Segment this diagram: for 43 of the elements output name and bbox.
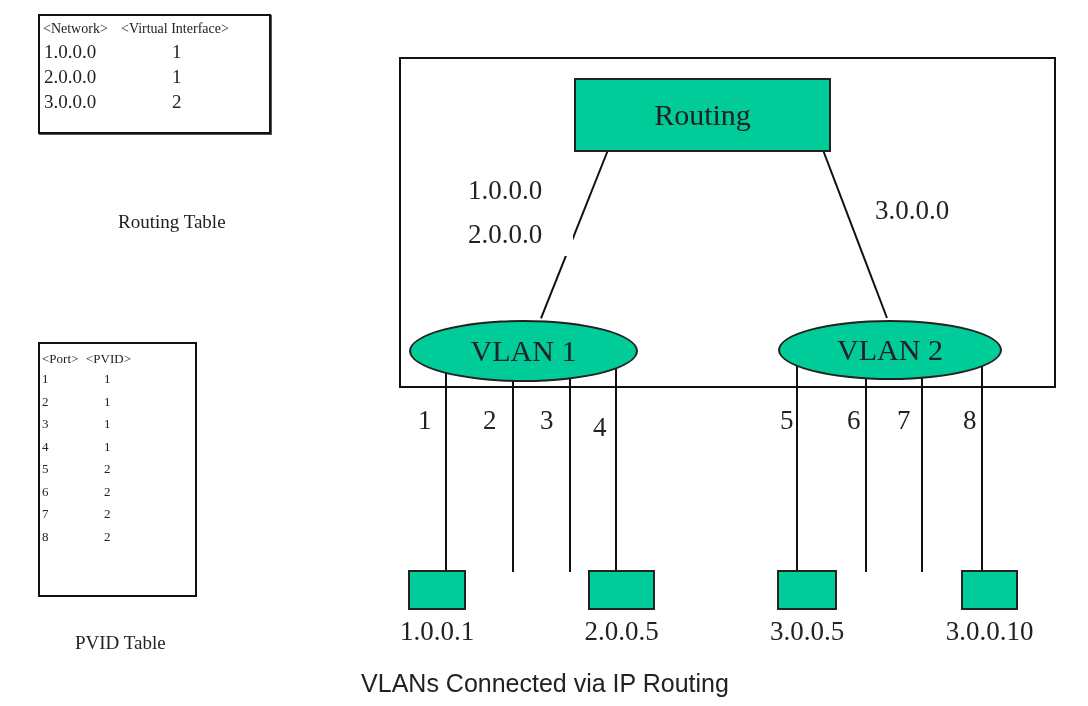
vlan-label: VLAN 1 bbox=[470, 334, 577, 368]
table-cell-text: 1.0.0.0 bbox=[44, 40, 97, 63]
process-box bbox=[574, 78, 831, 152]
table-cell-text: 1 bbox=[172, 40, 182, 63]
column-header: <Virtual Interface> bbox=[121, 20, 229, 38]
host-box bbox=[588, 570, 655, 610]
table-cell-text: 2 bbox=[42, 392, 49, 410]
ip-address-label: 2.0.0.5 bbox=[584, 616, 659, 646]
table-cell-text: 2 bbox=[172, 90, 182, 113]
table-cell-text: 4 bbox=[42, 437, 49, 455]
ip-address-label: 1.0.0.1 bbox=[399, 616, 475, 646]
ip-address-label: 3.0.0.5 bbox=[769, 616, 845, 646]
table-cell-text: 2 bbox=[104, 505, 111, 522]
table-title: PVID Table bbox=[75, 631, 166, 654]
table-cell-text: 3 bbox=[42, 415, 49, 432]
column-header: <Port> bbox=[42, 350, 79, 367]
node-label: Routing bbox=[654, 98, 751, 132]
table-cell-text: 7 bbox=[42, 505, 49, 522]
table-cell-text: 2 bbox=[104, 482, 111, 500]
table-cell-text: 1 bbox=[104, 392, 111, 410]
table-cell-text: 8 bbox=[42, 527, 49, 545]
host-box bbox=[961, 570, 1018, 610]
table-cell-text: 6 bbox=[42, 482, 49, 500]
table-cell-text: 1 bbox=[172, 65, 182, 88]
table-cell-text: 2 bbox=[104, 527, 111, 545]
column-header: <PVID> bbox=[86, 350, 131, 367]
vlan-label: VLAN 2 bbox=[837, 333, 943, 367]
table-cell-text: 1 bbox=[104, 415, 111, 432]
connector-line bbox=[796, 364, 798, 571]
host-box bbox=[408, 570, 466, 610]
host-box bbox=[777, 570, 837, 610]
table-cell-text: 2.0.0.0 bbox=[44, 65, 97, 88]
table-cell-text: 3.0.0.0 bbox=[44, 90, 97, 113]
table-cell-text: 5 bbox=[42, 460, 49, 477]
connector-line bbox=[445, 371, 447, 571]
table-title: Routing Table bbox=[118, 210, 226, 233]
table-cell-text: 2 bbox=[104, 460, 111, 477]
ip-address-label: 3.0.0.10 bbox=[945, 616, 1034, 646]
table-cell-text: 1 bbox=[104, 437, 111, 455]
table-cell-text: 1 bbox=[104, 370, 111, 387]
diagram-caption: VLANs Connected via IP Routing bbox=[361, 668, 729, 698]
column-header: <Network> bbox=[43, 20, 108, 38]
table-cell-text: 1 bbox=[42, 370, 49, 387]
